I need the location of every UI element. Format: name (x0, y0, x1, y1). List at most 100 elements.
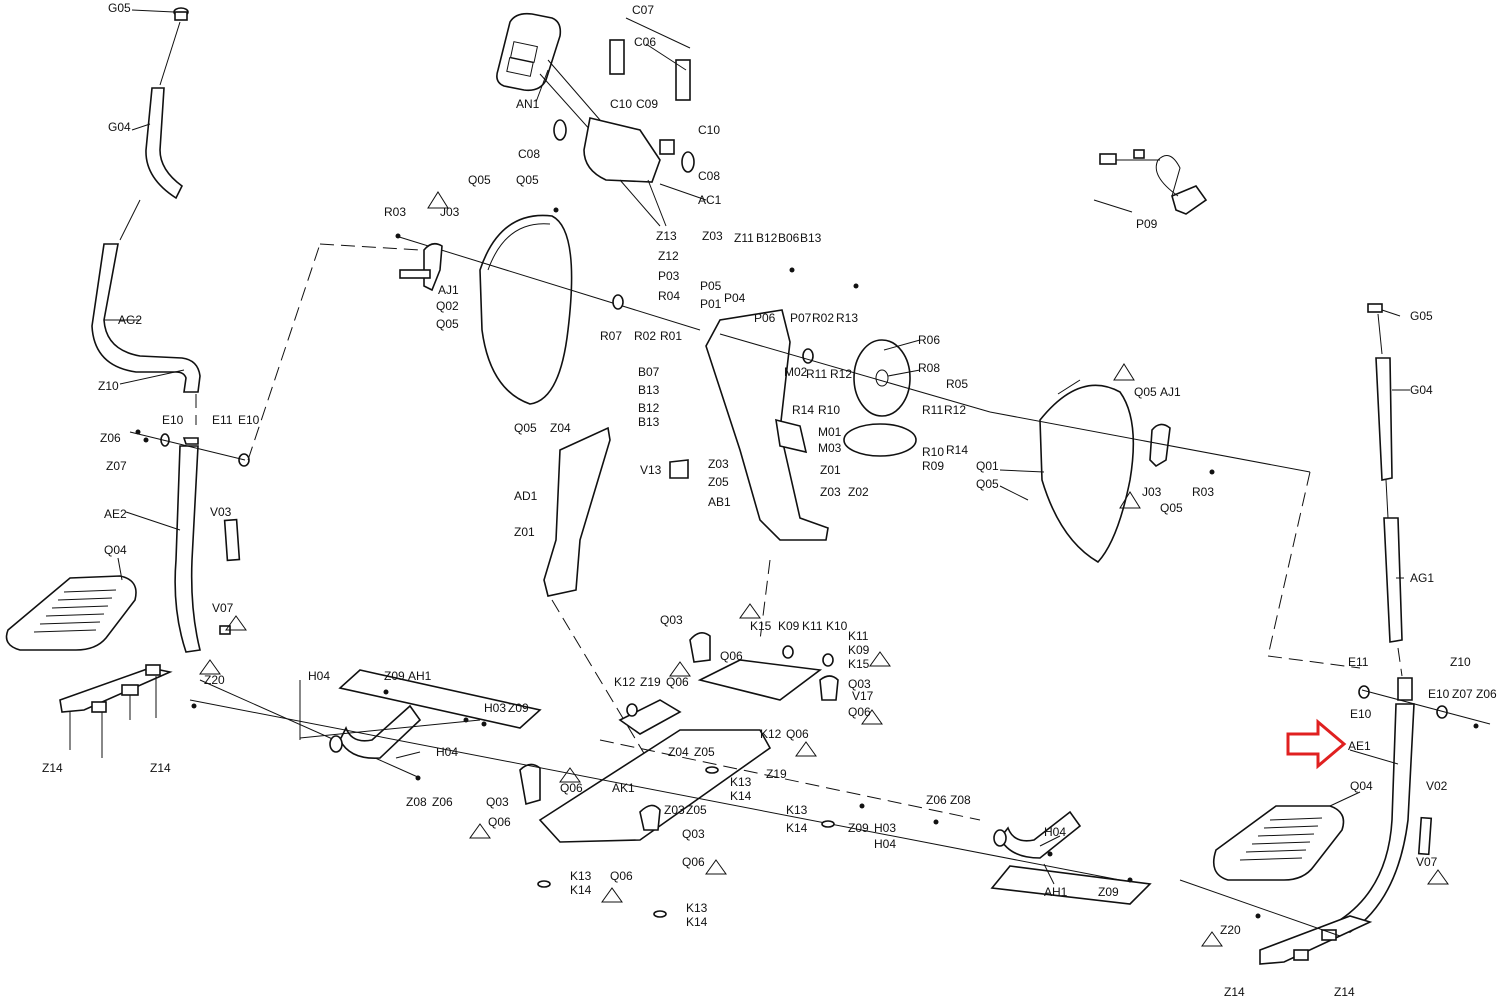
label-Z20-right: Z20 (1220, 923, 1241, 937)
label-Z13: Z13 (656, 229, 677, 243)
label-J03-left: J03 (440, 205, 460, 219)
label-C08-a: C08 (518, 147, 540, 161)
label-R01: R01 (660, 329, 682, 343)
label-H04-b: H04 (436, 745, 458, 759)
label-Z12: Z12 (658, 249, 679, 263)
label-Q06-e: Q06 (560, 781, 583, 795)
label-Z14-right-a: Z14 (1224, 985, 1245, 999)
label-K14-d: K14 (786, 821, 808, 835)
label-B12-a: B12 (756, 231, 778, 245)
label-V07-right: V07 (1416, 855, 1438, 869)
label-R04: R04 (658, 289, 680, 303)
right-cover-assembly (989, 149, 1361, 669)
label-J03-right: J03 (1142, 485, 1162, 499)
label-V02: V02 (1426, 779, 1448, 793)
label-K12-a: K12 (614, 675, 636, 689)
label-Z05-c: Z05 (686, 803, 707, 817)
left-handlebar-assembly (5, 7, 421, 779)
main-frame-assembly (543, 309, 991, 781)
label-Z01-b: Z01 (514, 525, 535, 539)
label-Z01-a: Z01 (820, 463, 841, 477)
label-AC1: AC1 (698, 193, 722, 207)
label-B13-c: B13 (638, 415, 660, 429)
label-V03: V03 (210, 505, 232, 519)
label-G04-right: G04 (1410, 383, 1433, 397)
label-Z03-d: Z03 (664, 803, 685, 817)
label-E10-left-a: E10 (162, 413, 184, 427)
label-Z03-b: Z03 (708, 457, 729, 471)
label-Q06-b: Q06 (666, 675, 689, 689)
label-C08-b: C08 (698, 169, 720, 183)
label-Z06-a: Z06 (432, 795, 453, 809)
label-Z19-b: Z19 (766, 767, 787, 781)
label-R03-left: R03 (384, 205, 406, 219)
label-Z09-b: Z09 (508, 701, 529, 715)
label-Z07-right: Z07 (1452, 687, 1473, 701)
label-Q05-d: Q05 (514, 421, 537, 435)
label-Z06-left: Z06 (100, 431, 121, 445)
label-V13: V13 (640, 463, 662, 477)
label-R14-b: R14 (946, 443, 968, 457)
label-R13: R13 (836, 311, 858, 325)
label-Z14-right-b: Z14 (1334, 985, 1355, 999)
label-Q06-a: Q06 (720, 649, 743, 663)
label-P09: P09 (1136, 217, 1158, 231)
label-Z14-left-a: Z14 (42, 761, 63, 775)
label-Z09-c: Z09 (848, 821, 869, 835)
label-K14-c: K14 (686, 915, 708, 929)
label-K13-d: K13 (786, 803, 808, 817)
label-Q05-b: Q05 (516, 173, 539, 187)
label-K13-a: K13 (730, 775, 752, 789)
label-P06: P06 (754, 311, 776, 325)
label-C07: C07 (632, 3, 654, 17)
label-Q03-b: Q03 (848, 677, 871, 691)
label-Q04-right: Q04 (1350, 779, 1373, 793)
label-E11-left: E11 (212, 413, 233, 427)
label-P07: P07 (790, 311, 812, 325)
label-Z03-a: Z03 (702, 229, 723, 243)
label-Z14-left-b: Z14 (150, 761, 171, 775)
label-Q05-e: Q05 (1134, 385, 1157, 399)
label-R10-b: R10 (922, 445, 944, 459)
right-handlebar-assembly (1179, 303, 1491, 965)
label-E11-right: E11 (1348, 655, 1369, 669)
label-R09: R09 (922, 459, 944, 473)
label-H03-b: H03 (874, 821, 896, 835)
label-H04-c: H04 (874, 837, 896, 851)
label-R07: R07 (600, 329, 622, 343)
label-Z11: Z11 (734, 231, 754, 245)
warning-triangles (199, 191, 1449, 947)
label-Z04: Z04 (550, 421, 571, 435)
label-K15-b: K15 (848, 657, 870, 671)
label-E10-right-a: E10 (1428, 687, 1450, 701)
label-Q06-f: Q06 (488, 815, 511, 829)
label-P01: P01 (700, 297, 722, 311)
label-Z05-b: Z05 (694, 745, 715, 759)
part-labels: G05 G04 AG2 Z10 E10 E11 E10 Z06 Z07 AE2 … (42, 1, 1497, 999)
label-C06: C06 (634, 35, 656, 49)
label-K12-b: K12 (760, 727, 782, 741)
left-cover-assembly (247, 214, 701, 461)
label-Q05-g: Q05 (1160, 501, 1183, 515)
label-V07-left: V07 (212, 601, 234, 615)
label-B13-a: B13 (800, 231, 822, 245)
label-R11-a: R11 (806, 367, 827, 381)
label-R12-b: R12 (944, 403, 966, 417)
label-K11-a: K11 (802, 619, 823, 633)
label-Z09-d: Z09 (1098, 885, 1119, 899)
label-Z02: Z02 (848, 485, 869, 499)
label-G05-left: G05 (108, 1, 131, 15)
label-K10: K10 (826, 619, 848, 633)
label-R05: R05 (946, 377, 968, 391)
label-Z08-b: Z08 (950, 793, 971, 807)
label-AJ1-right: AJ1 (1160, 385, 1181, 399)
label-Z05-a: Z05 (708, 475, 729, 489)
label-Q03-a: Q03 (660, 613, 683, 627)
label-E10-left-b: E10 (238, 413, 260, 427)
label-Z10-left: Z10 (98, 379, 119, 393)
label-Z04-b: Z04 (668, 745, 689, 759)
label-C10-a: C10 (610, 97, 632, 111)
label-Q05-a: Q05 (468, 173, 491, 187)
leader-lines (104, 9, 1410, 885)
